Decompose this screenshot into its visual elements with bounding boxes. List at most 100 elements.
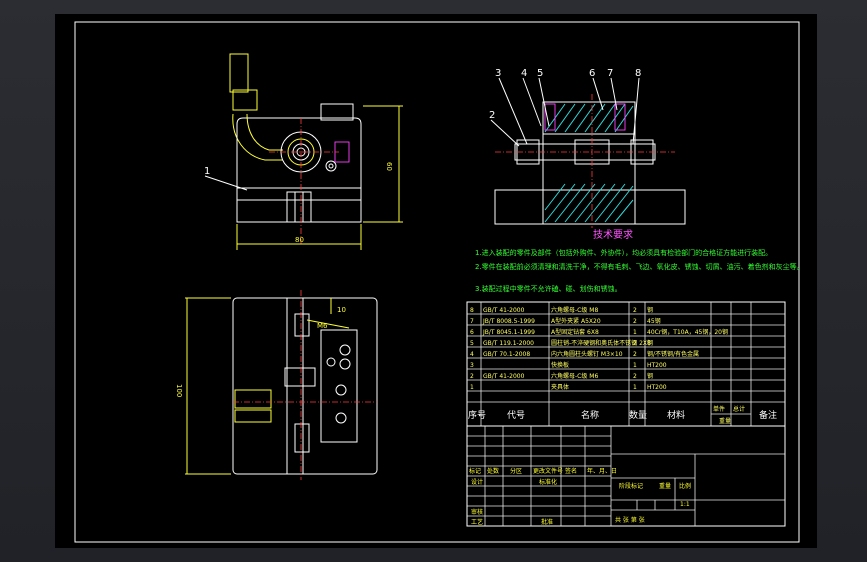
tech-req-line-1: 1.进入装配的零件及部件（包括外购件、外协件），均必须具有检验部门的合格证方能进… [475, 248, 772, 257]
bom-row-1-no: 1 [470, 384, 474, 391]
dim-height-top: 100 [175, 384, 183, 397]
bom-row-7-qty: 2 [633, 318, 637, 325]
bom-row: 1 夹具体 1 HT200 [470, 383, 667, 391]
bom-row-8-material: 钢 [647, 306, 653, 314]
drawing-border [74, 21, 800, 543]
bom-row-5-material: 钢 [647, 339, 653, 347]
tech-req-line-2: 2.零件在装配前必须清理和清洗干净，不得有毛刺、飞边、氧化皮、锈蚀、切屑、油污、… [475, 262, 804, 271]
callout-6: 6 [589, 68, 595, 79]
bom-header-unit: 单件 [713, 405, 725, 413]
bom-row: 7 JB/T 8008.5-1999 A型外夹紧 A5X20 2 45钢 [470, 317, 661, 325]
bom-row-1-material: HT200 [647, 384, 667, 391]
callout-7: 7 [607, 68, 613, 79]
tb-design: 设计 [471, 478, 483, 486]
bom-row-3-no: 3 [470, 362, 474, 369]
tb-label-count: 处数 [487, 467, 499, 475]
tb-process: 工艺 [471, 518, 483, 526]
top-view: M6 10 100 [175, 290, 378, 480]
bom-row-2-code: GB/T 41-2000 [483, 373, 525, 380]
bom-row-4-qty: 2 [633, 351, 637, 358]
bom-row: 4 GB/T 70.1-2008 内六角圆柱头螺钉 M3×10 2 钢/不锈钢/… [470, 350, 699, 358]
callout-5: 5 [537, 68, 543, 79]
tb-scale: 比例 [679, 482, 691, 490]
bom-header-total: 总计 [733, 405, 745, 413]
top-view-dim-small: 10 [337, 306, 346, 314]
bom-rows: 8 GB/T 41-2000 六角螺母-C级 M8 2 钢 7 JB/T 800… [470, 306, 728, 391]
bom-header-code: 代号 [507, 410, 525, 421]
bom-row: 2 GB/T 41-2000 六角螺母-C级 M6 2 钢 [470, 372, 653, 380]
bom-row-7-no: 7 [470, 318, 474, 325]
bom-header-row: 序号 代号 名称 数量 材料 单件 总计 重量 备注 [468, 405, 777, 425]
front-view: 1 80 60 [204, 53, 403, 250]
bom-row-3-qty: 1 [633, 362, 637, 369]
tb-review: 审核 [471, 508, 483, 516]
bom-header-name: 名称 [581, 409, 599, 421]
bom-row-5-qty: 2 [633, 340, 637, 347]
callout-3: 3 [495, 68, 501, 79]
bom-header-material: 材料 [667, 409, 685, 421]
dim-width-front: 80 [295, 236, 304, 244]
bom-row-6-material: 40Cr钢，T10A，45钢，20钢 [647, 328, 728, 336]
bom-row-7-code: JB/T 8008.5-1999 [482, 318, 535, 325]
bom-row-4-name: 内六角圆柱头螺钉 M3×10 [551, 350, 623, 358]
bom-row-5-name: 圆柱销-不淬硬钢和奥氏体不锈钢 2X8 [551, 339, 651, 347]
tb-approve: 批准 [541, 518, 553, 526]
bom-row: 5 GB/T 119.1-2000 圆柱销-不淬硬钢和奥氏体不锈钢 2X8 2 … [470, 339, 653, 347]
tb-scale-value: 1:1 [680, 501, 690, 508]
tb-label-sign: 签名 [565, 467, 577, 475]
part-label-1: 1 [204, 166, 210, 177]
callout-2: 2 [489, 110, 495, 121]
section-view: 3 4 5 6 7 8 2 [489, 68, 686, 228]
bom-row: 6 JB/T 8045.1-1999 A型固定钻套 6X8 1 40Cr钢，T1… [470, 328, 728, 336]
tb-label-zone: 分区 [510, 467, 522, 475]
title-block-change-row: 标记 处数 分区 更改文件号 签名 年、月、日 [469, 467, 617, 475]
bom-header-weight: 重量 [719, 417, 731, 425]
bom-row-6-code: JB/T 8045.1-1999 [482, 329, 535, 336]
bom-row-4-code: GB/T 70.1-2008 [483, 351, 530, 358]
tb-label-mark: 标记 [469, 467, 481, 475]
tb-label-change-doc: 更改文件号 [533, 467, 563, 475]
bom-row-7-material: 45钢 [647, 317, 661, 325]
tb-sheets: 共 张 第 张 [615, 516, 645, 524]
bom-row-6-qty: 1 [633, 329, 637, 336]
tech-requirements: 技术要求 1.进入装配的零件及部件（包括外购件、外协件），均必须具有检验部门的合… [475, 228, 804, 293]
section-callouts: 3 4 5 6 7 8 2 [489, 68, 641, 147]
bom-row-4-no: 4 [470, 351, 474, 358]
bom-row-6-name: A型固定钻套 6X8 [551, 328, 599, 336]
bom-row: 3 快换板 1 HT200 [470, 361, 667, 369]
bom-row: 8 GB/T 41-2000 六角螺母-C级 M8 2 钢 [470, 306, 653, 314]
bom-row-6-no: 6 [470, 329, 474, 336]
bom-row-2-no: 2 [470, 373, 474, 380]
bom-row-4-material: 钢/不锈钢/有色金属 [647, 350, 699, 358]
tb-stage-mark: 阶段标记 [619, 482, 643, 490]
dim-height-front: 60 [385, 162, 393, 171]
tb-weight: 重量 [659, 482, 671, 490]
tb-standardize: 标准化 [539, 478, 557, 486]
bom-table: 8 GB/T 41-2000 六角螺母-C级 M8 2 钢 7 JB/T 800… [466, 301, 786, 427]
bom-header-remark: 备注 [759, 409, 777, 421]
tech-req-line-3: 3.装配过程中零件不允许磕、碰、划伤和锈蚀。 [475, 284, 622, 293]
bom-row-8-code: GB/T 41-2000 [483, 307, 525, 314]
drawing-sheet[interactable]: 1 80 60 [55, 14, 817, 548]
bom-row-5-code: GB/T 119.1-2000 [483, 340, 534, 347]
bom-row-3-name: 快换板 [551, 361, 569, 369]
bom-row-8-name: 六角螺母-C级 M8 [551, 306, 598, 314]
bom-row-5-no: 5 [470, 340, 474, 347]
bom-row-2-material: 钢 [647, 372, 653, 380]
callout-8: 8 [635, 68, 641, 79]
bom-row-2-name: 六角螺母-C级 M6 [551, 372, 598, 380]
callout-4: 4 [521, 68, 527, 79]
bom-row-2-qty: 2 [633, 373, 637, 380]
bom-row-1-qty: 1 [633, 384, 637, 391]
title-block: 标记 处数 分区 更改文件号 签名 年、月、日 设计 标准化 审核 工艺 批准 … [466, 425, 786, 527]
top-view-note: M6 [317, 322, 328, 330]
tb-label-date: 年、月、日 [587, 467, 617, 475]
bom-row-8-no: 8 [470, 307, 474, 314]
bom-row-7-name: A型外夹紧 A5X20 [551, 317, 601, 325]
drawing-canvas: 1 80 60 [74, 21, 804, 543]
bom-row-3-material: HT200 [647, 362, 667, 369]
bom-header-no: 序号 [468, 409, 486, 421]
bom-row-1-name: 夹具体 [551, 383, 569, 391]
tech-requirements-title: 技术要求 [593, 228, 633, 241]
